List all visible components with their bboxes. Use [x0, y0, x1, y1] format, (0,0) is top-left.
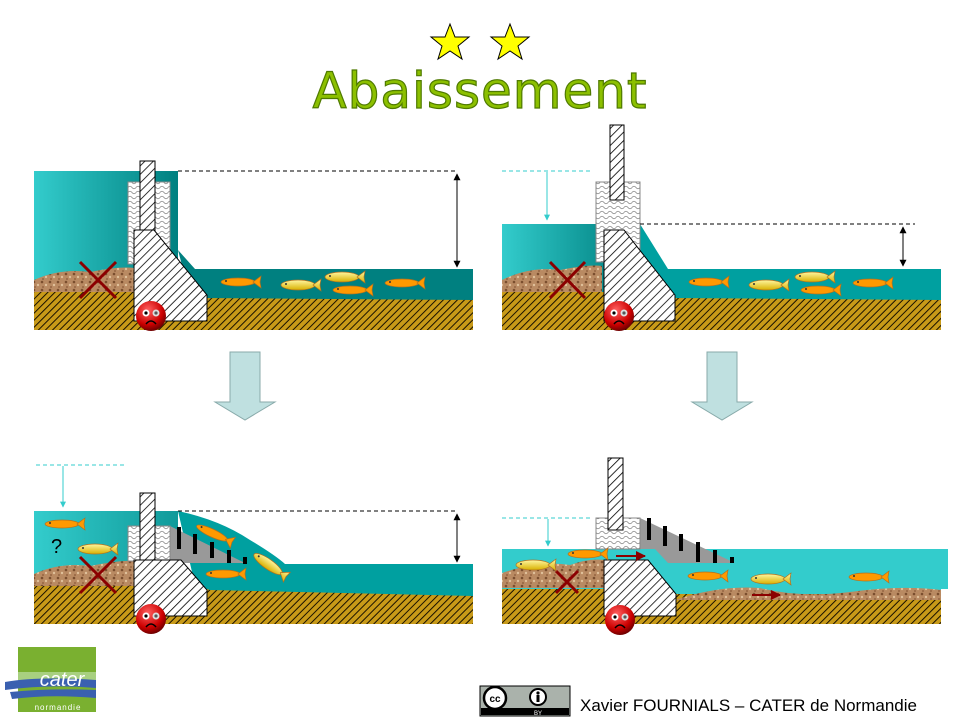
sluice-gate — [139, 492, 156, 561]
ramp-baffles — [177, 527, 247, 564]
logo-region: normandie — [35, 703, 82, 712]
sediment-transported — [675, 587, 941, 600]
by-label: BY — [534, 711, 542, 717]
panel-partial-lowering-with-ramp: ? — [34, 464, 473, 634]
salmon-fish-icon — [687, 569, 729, 583]
logo-name: cater — [40, 669, 86, 691]
blocked-cross-icon — [548, 260, 587, 300]
weir-body — [603, 229, 676, 322]
downstream-water — [178, 250, 473, 300]
fish-pass-ramp — [170, 526, 245, 563]
sad-face-icon — [604, 301, 634, 331]
cc-label: cc — [489, 694, 501, 705]
author-credit: Xavier FOURNIALS – CATER de Normandie — [580, 696, 917, 715]
sad-face-icon — [136, 301, 166, 331]
downstream-water — [178, 511, 473, 596]
trout-fish-icon — [750, 572, 792, 586]
trout-fish-icon — [515, 558, 557, 572]
question-mark: ? — [51, 536, 62, 558]
panel-lowered-weir — [502, 124, 941, 331]
trout-fish-icon — [77, 542, 119, 556]
weir-body — [133, 559, 208, 617]
panel-before-weir-high — [34, 160, 473, 331]
sediment-deposit — [34, 560, 134, 586]
sluice-gate — [139, 160, 156, 232]
star-icon — [489, 22, 531, 61]
cc-icon — [482, 685, 508, 711]
salmon-fish-icon — [852, 276, 894, 290]
salmon-fish-icon — [205, 567, 247, 581]
salmon-fish-icon — [567, 547, 609, 561]
salmon-fish-icon — [384, 276, 426, 290]
slide-title: Abaissement — [312, 62, 647, 120]
salmon-fish-icon — [196, 524, 237, 550]
salmon-fish-icon — [848, 570, 890, 584]
downstream-water — [628, 224, 941, 300]
trout-fish-icon — [748, 278, 790, 292]
star-icon — [429, 22, 471, 61]
down-arrow-right — [690, 351, 754, 421]
difficulty-stars — [429, 22, 531, 61]
blocked-cross-icon — [78, 555, 118, 595]
trout-fish-icon — [324, 270, 366, 284]
sad-face-icon — [605, 605, 635, 635]
trout-fish-icon — [253, 553, 292, 584]
salmon-fish-icon — [220, 275, 262, 289]
salmon-fish-icon — [44, 517, 86, 531]
blocked-cross-icon — [554, 569, 580, 595]
trout-fish-icon — [794, 270, 836, 284]
ramp-baffles — [647, 518, 734, 563]
sluice-gate — [609, 124, 625, 201]
salmon-fish-icon — [688, 275, 730, 289]
salmon-fish-icon — [332, 283, 374, 297]
down-arrow-left — [213, 351, 277, 421]
panel-full-lowering-sediment-transit — [502, 457, 948, 635]
blocked-cross-icon — [78, 260, 118, 300]
weir-body — [133, 229, 208, 322]
sad-face-icon — [136, 604, 166, 634]
sluice-gate — [607, 457, 624, 531]
trout-fish-icon — [280, 278, 322, 292]
sediment-deposit — [34, 267, 134, 292]
cc-by-license-badge[interactable]: cc BY — [479, 685, 571, 717]
salmon-fish-icon — [800, 283, 842, 297]
cater-logo: cater normandie — [5, 647, 96, 712]
